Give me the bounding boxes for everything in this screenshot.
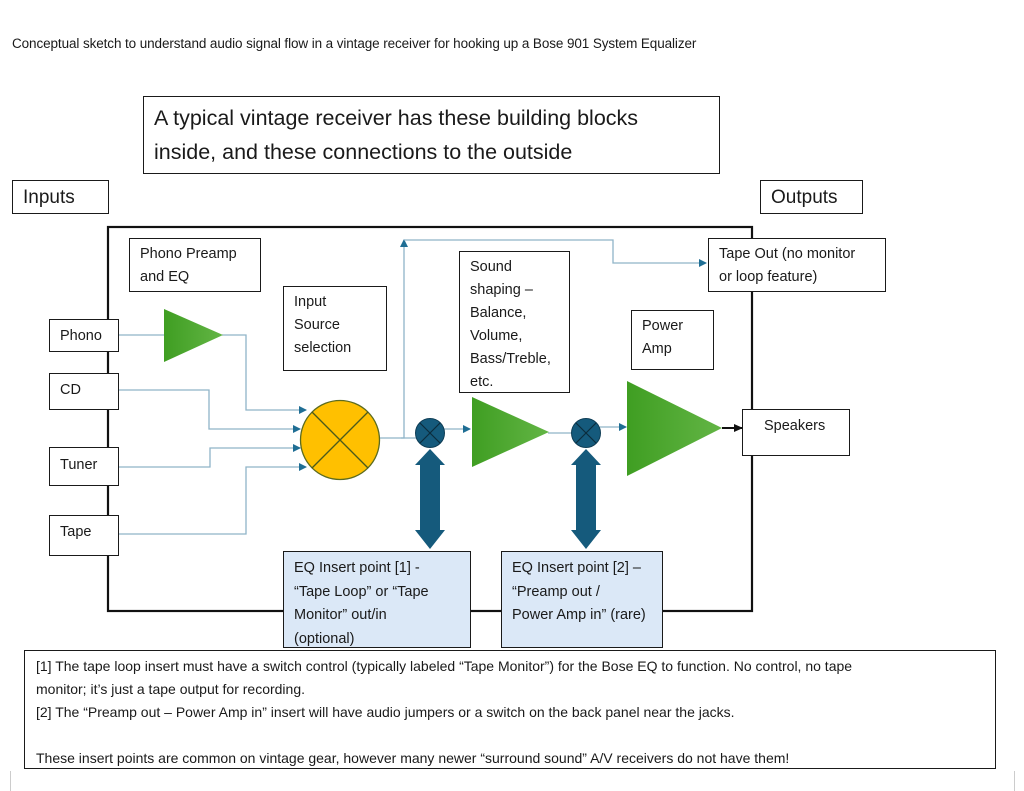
phono-preamp-label-line: Phono Preamp: [140, 246, 237, 262]
input-source-selection-label: Input Source selection: [283, 286, 387, 371]
sound-shaping-label-line: Balance,: [470, 305, 527, 321]
insert-2-double-arrow-icon: [571, 449, 601, 549]
eq-insert-2-line: Power Amp in” (rare): [512, 607, 646, 623]
headline-line-1: A typical vintage receiver has these bui…: [154, 106, 639, 130]
cd-to-selector-line: [118, 389, 301, 433]
input-tuner: Tuner: [49, 447, 119, 486]
preamp-to-selector-line: [222, 334, 307, 414]
tape-out-branch-line: [400, 239, 408, 439]
footnotes-box: [1] The tape loop insert must have a swi…: [24, 650, 996, 769]
speakers-output: Speakers: [742, 409, 850, 456]
eq-insert-point-1: EQ Insert point [1] - “Tape Loop” or “Ta…: [283, 551, 471, 648]
sound-shaping-label-line: shaping –: [470, 282, 533, 298]
diagram-caption: Conceptual sketch to understand audio si…: [12, 36, 697, 51]
phono-preamp-label-line: and EQ: [140, 269, 190, 285]
footnote-1-line-2: monitor; it’s just a tape output for rec…: [36, 681, 305, 697]
eq-insert-2-line: “Preamp out /: [512, 583, 600, 600]
eq-insert-2-line: EQ Insert point [2] –: [512, 560, 641, 576]
page-corner-mark-left: [0, 771, 11, 791]
power-amplifier-icon: [627, 381, 722, 476]
tuner-to-selector-line: [118, 444, 301, 468]
eq-insert-1-line: (optional): [294, 630, 355, 647]
input-selection-label-line: Input: [294, 294, 327, 310]
sound-shaping-label-line: Volume,: [470, 328, 523, 344]
input-selector-junction-icon: [299, 399, 381, 481]
phono-preamp-amplifier-icon: [164, 309, 223, 362]
power-amp-label-line: Power: [642, 318, 684, 334]
input-cd: CD: [49, 373, 119, 410]
input-selection-label-line: Source: [294, 317, 340, 333]
tape-out-label-line: or loop feature): [719, 269, 818, 285]
power-amp-label: Power Amp: [631, 310, 714, 370]
eq-insert-1-line: EQ Insert point [1] -: [294, 560, 420, 576]
footnote-3: These insert points are common on vintag…: [36, 750, 790, 766]
page-corner-mark-right: [1014, 771, 1024, 791]
headline-line-2: inside, and these connections to the out…: [154, 140, 573, 164]
sound-shaping-label-line: Bass/Treble,: [470, 351, 551, 367]
headline-box: A typical vintage receiver has these bui…: [143, 96, 720, 174]
eq-insert-point-2: EQ Insert point [2] – “Preamp out / Powe…: [501, 551, 663, 648]
tape-out-label-line: Tape Out (no monitor: [719, 246, 856, 262]
insert-junction-1-icon: [415, 418, 445, 448]
sound-shaping-label: Sound shaping – Balance, Volume, Bass/Tr…: [459, 251, 570, 393]
inputs-section-label: Inputs: [12, 180, 109, 214]
tape-out-line: [404, 239, 707, 267]
sound-shaping-label-line: etc.: [470, 374, 494, 390]
input-tape: Tape: [49, 515, 119, 556]
power-amp-label-line: Amp: [642, 341, 672, 357]
outputs-section-label: Outputs: [760, 180, 863, 214]
insert-1-double-arrow-icon: [415, 449, 445, 549]
sound-shaping-amplifier-icon: [472, 397, 549, 467]
sound-shaping-label-line: Sound: [470, 259, 512, 275]
footnote-1-line-1: [1] The tape loop insert must have a swi…: [36, 658, 853, 674]
phono-preamp-label: Phono Preamp and EQ: [129, 238, 261, 292]
input-selection-label-line: selection: [294, 340, 352, 356]
eq-insert-1-line: Monitor” out/in: [294, 607, 387, 623]
tape-out-output: Tape Out (no monitor or loop feature): [708, 238, 886, 292]
footnote-spacer: [36, 724, 984, 747]
eq-insert-1-line: “Tape Loop” or “Tape: [294, 583, 429, 600]
footnote-2: [2] The “Preamp out – Power Amp in” inse…: [36, 704, 735, 720]
input-phono: Phono: [49, 319, 119, 352]
tape-to-selector-line: [118, 463, 307, 535]
insert-junction-2-icon: [571, 418, 601, 448]
